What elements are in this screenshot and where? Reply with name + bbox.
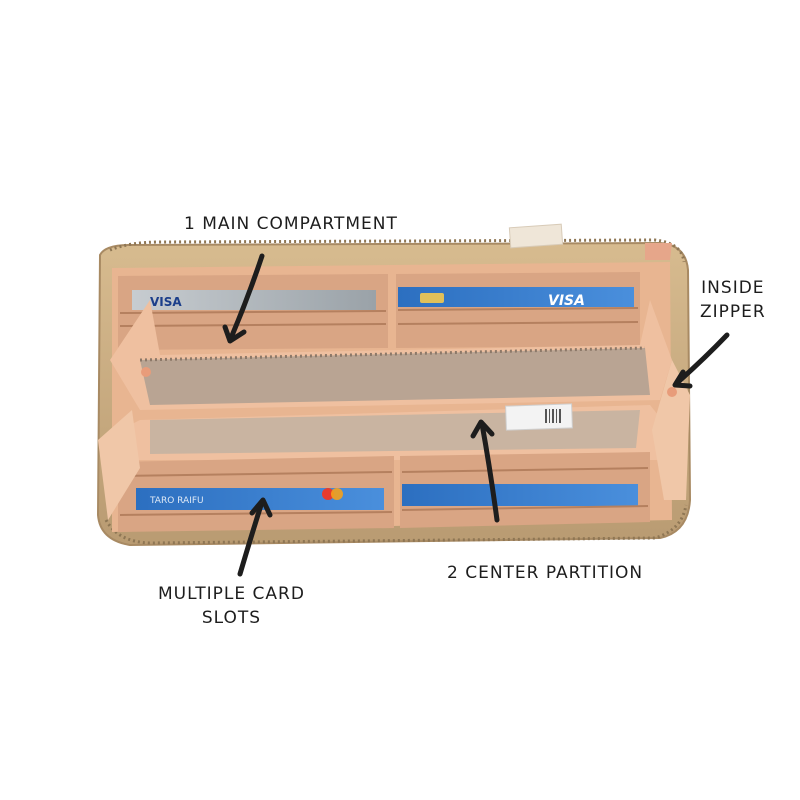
label-multiple-card-slots: MULTIPLE CARD SLOTS bbox=[158, 582, 305, 630]
label-card-slots-line2: SLOTS bbox=[201, 608, 262, 628]
label-center-partition: 2 CENTER PARTITION bbox=[447, 563, 644, 583]
annotation-arrows bbox=[222, 253, 730, 577]
arrow-card-slots bbox=[237, 499, 265, 577]
label-inside-zipper-line2: ZIPPER bbox=[700, 302, 766, 322]
card-visa-silver bbox=[132, 290, 376, 310]
card-visa-blue bbox=[398, 287, 634, 307]
wallet: VISA VISA bbox=[96, 223, 692, 547]
label-inside-zipper: INSIDE ZIPPER bbox=[700, 276, 766, 324]
top-card-slots: VISA VISA bbox=[118, 272, 640, 350]
label-card-slots-line1: MULTIPLE CARD bbox=[158, 584, 305, 604]
card-bottom-left bbox=[136, 488, 384, 510]
label-inside-zipper-line1: INSIDE bbox=[701, 278, 765, 298]
arrow-center-partition bbox=[479, 421, 500, 523]
label-main-compartment: 1 MAIN COMPARTMENT bbox=[184, 214, 398, 234]
center-partition-lower bbox=[100, 403, 670, 460]
center-partition-upper bbox=[110, 300, 672, 410]
svg-text:TARO RAIFU: TARO RAIFU bbox=[149, 496, 204, 506]
arrow-inside-zipper bbox=[674, 332, 730, 386]
svg-text:VISA: VISA bbox=[150, 295, 182, 309]
arrow-main-compartment bbox=[228, 253, 265, 341]
svg-text:VISA: VISA bbox=[548, 293, 585, 309]
bottom-card-slots: TARO RAIFU bbox=[118, 452, 650, 532]
card-bottom-right bbox=[402, 484, 638, 506]
